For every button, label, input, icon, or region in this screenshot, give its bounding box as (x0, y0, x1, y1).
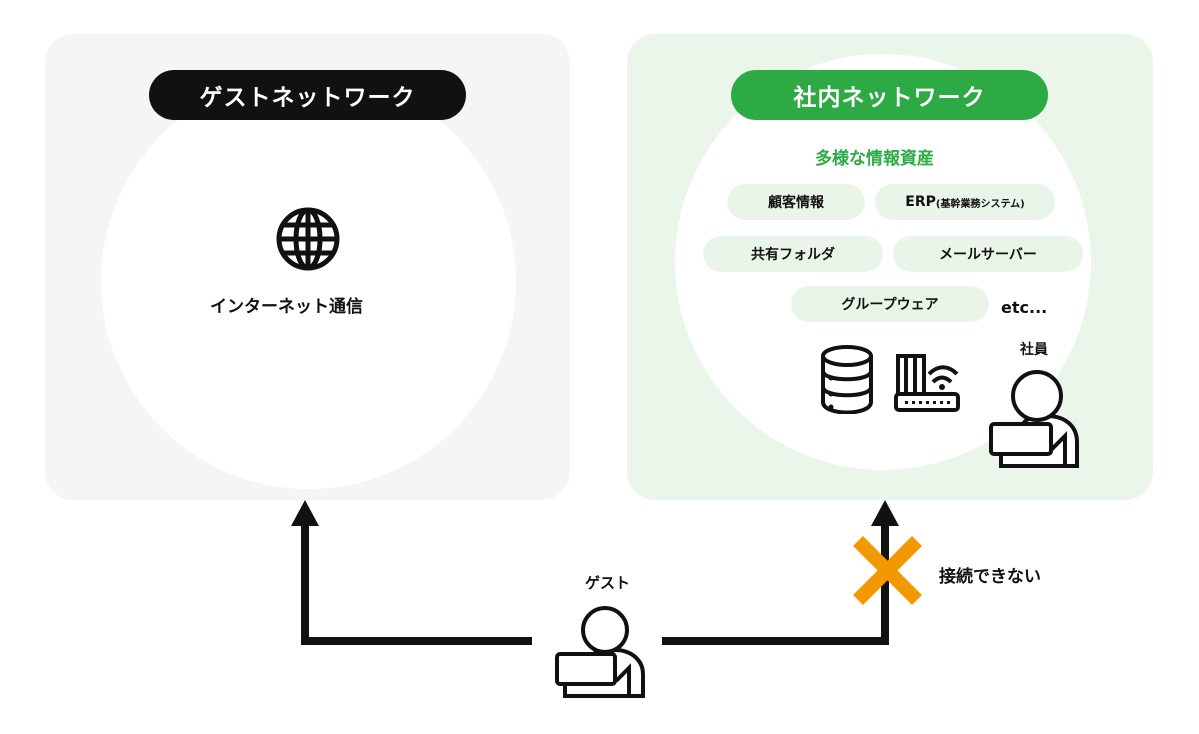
etc-label: etc... (1001, 298, 1048, 317)
asset-chip-note: (基幹業務システム) (935, 198, 1025, 210)
asset-chip-groupware: グループウェア (791, 286, 989, 322)
guest-person-icon (555, 606, 645, 698)
corporate-network-title: 社内ネットワーク (731, 70, 1048, 120)
asset-chip-shared-folder: 共有フォルダ (703, 236, 883, 272)
cross-icon (853, 536, 922, 605)
asset-chip-label: 共有フォルダ (751, 247, 835, 263)
employee-label: 社員 (1020, 342, 1048, 358)
corporate-network-panel: 社内ネットワーク 多様な情報資産 顧客情報 ERP(基幹業務システム) 共有フォ… (627, 34, 1153, 500)
guest-person-label: ゲスト (585, 574, 631, 592)
asset-chip-label: 顧客情報 (768, 195, 824, 211)
asset-chip-erp: ERP(基幹業務システム) (875, 184, 1055, 220)
internet-label: インターネット通信 (210, 297, 363, 317)
cannot-connect-label: 接続できない (939, 567, 1041, 587)
employee-icon (989, 370, 1079, 468)
asset-chip-label: メールサーバー (939, 247, 1037, 263)
asset-chip-customer-info: 顧客情報 (727, 184, 865, 220)
asset-chip-label: ERP (905, 194, 936, 210)
globe-icon (276, 207, 340, 271)
database-icon (821, 345, 873, 414)
arrow-head-corp (871, 500, 899, 526)
guest-network-panel: ゲストネットワーク インターネット通信 (45, 34, 570, 500)
assets-title: 多様な情報資産 (815, 149, 934, 169)
router-icon (894, 354, 960, 412)
asset-chip-label: グループウェア (841, 297, 939, 313)
asset-chip-mail-server: メールサーバー (893, 236, 1083, 272)
arrow-head-guest (291, 500, 319, 526)
guest-network-circle (101, 74, 516, 489)
guest-network-title: ゲストネットワーク (149, 70, 466, 120)
